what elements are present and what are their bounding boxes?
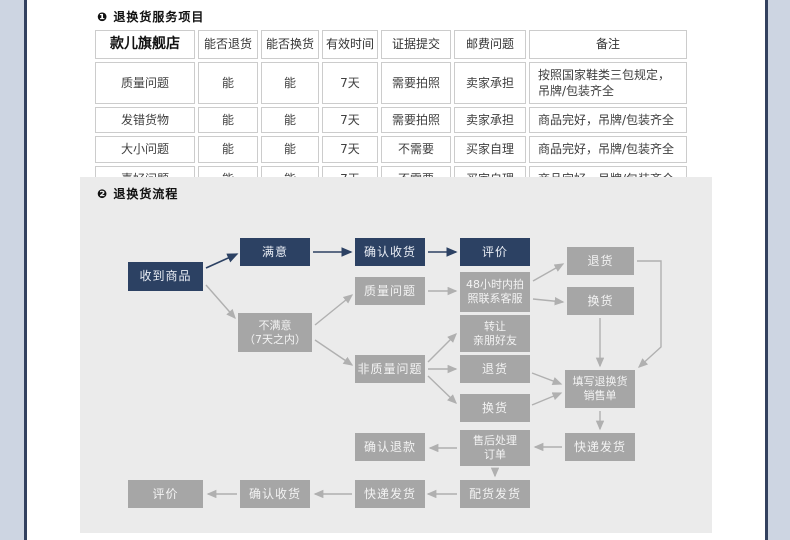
table-cell-remark: 按照国家鞋类三包规定， 吊牌/包装齐全 xyxy=(529,61,687,105)
flow-node-fill-form: 填写退换货 销售单 xyxy=(565,370,635,408)
table-cell: 大小问题 xyxy=(95,136,195,163)
section-title-service-items: ❶ 退换货服务项目 xyxy=(97,10,205,24)
flowchart-arrows xyxy=(205,247,662,499)
table-cell: 能 xyxy=(198,136,258,163)
flow-node-review-bottom: 评价 xyxy=(128,480,203,508)
table-cell: 能 xyxy=(261,107,319,134)
flow-node-confirm-receipt-bottom: 确认收货 xyxy=(240,480,310,508)
table-cell: 买家自理 xyxy=(454,136,526,163)
flowchart-panel: ❷ 退换货流程 xyxy=(80,177,712,533)
right-outer-strip xyxy=(768,0,790,540)
right-frame-line xyxy=(765,0,768,540)
table-cell-remark: 商品完好，吊牌/包装齐全 xyxy=(529,136,687,163)
flow-node-dispatch: 配货发货 xyxy=(460,480,530,508)
table-cell: 能 xyxy=(261,61,319,105)
table-cell: 7天 xyxy=(322,61,378,105)
flow-node-confirm-refund: 确认退款 xyxy=(355,433,425,461)
table-header-row: 款儿旗舰店 能否退货 能否换货 有效时间 证据提交 邮费问题 备注 xyxy=(95,30,687,59)
flow-node-contact-48h: 48小时内拍 照联系客服 xyxy=(460,272,530,312)
flow-node-non-quality: 非质量问题 xyxy=(355,355,425,383)
header-evidence: 证据提交 xyxy=(381,30,451,59)
flow-node-exchange-top: 换货 xyxy=(567,287,634,315)
flow-node-review: 评价 xyxy=(460,238,530,266)
arrow-unsatisfied-quality xyxy=(314,294,354,326)
table-cell: 需要拍照 xyxy=(381,61,451,105)
flow-node-aftersale: 售后处理 订单 xyxy=(460,430,530,466)
arrow-nonquality-transfer xyxy=(427,333,457,363)
table-cell: 卖家承担 xyxy=(454,107,526,134)
arrow-received-satisfied xyxy=(205,253,239,269)
table-cell: 能 xyxy=(261,136,319,163)
table-row: 质量问题 能 能 7天 需要拍照 卖家承担 按照国家鞋类三包规定， 吊牌/包装齐… xyxy=(95,61,687,105)
header-can-exchange: 能否换货 xyxy=(261,30,319,59)
store-name-header: 款儿旗舰店 xyxy=(95,30,195,59)
table-cell: 7天 xyxy=(322,136,378,163)
table-cell: 质量问题 xyxy=(95,61,195,105)
flow-node-ship-right: 快递发货 xyxy=(565,433,635,461)
arrow-returntop-fillform xyxy=(637,260,662,368)
table-row: 大小问题 能 能 7天 不需要 买家自理 商品完好，吊牌/包装齐全 xyxy=(95,136,687,163)
flow-node-transfer: 转让 亲朋好友 xyxy=(460,315,530,352)
flow-node-return-mid: 退货 xyxy=(460,355,530,383)
arrow-unsatisfied-nonquality xyxy=(314,339,354,366)
arrow-received-unsatisfied xyxy=(205,284,236,320)
table-cell: 不需要 xyxy=(381,136,451,163)
flow-node-unsatisfied: 不满意 （7天之内） xyxy=(238,313,312,352)
table-row: 发错货物 能 能 7天 需要拍照 卖家承担 商品完好，吊牌/包装齐全 xyxy=(95,107,687,134)
arrow-contact48-exchange xyxy=(532,296,565,306)
table-cell-remark: 商品完好，吊牌/包装齐全 xyxy=(529,107,687,134)
table-cell: 卖家承担 xyxy=(454,61,526,105)
section-title-process: ❷ 退换货流程 xyxy=(97,187,179,201)
header-valid-time: 有效时间 xyxy=(322,30,378,59)
header-remark: 备注 xyxy=(529,30,687,59)
service-table: 款儿旗舰店 能否退货 能否换货 有效时间 证据提交 邮费问题 备注 质量问题 能… xyxy=(92,27,690,195)
left-frame-line xyxy=(24,0,27,540)
flow-node-quality-issue: 质量问题 xyxy=(355,277,425,305)
arrow-returnmid-fillform xyxy=(531,372,563,385)
arrow-nonquality-exchange xyxy=(427,375,458,404)
flow-node-ship-bottom: 快递发货 xyxy=(355,480,425,508)
header-postage: 邮费问题 xyxy=(454,30,526,59)
header-can-return: 能否退货 xyxy=(198,30,258,59)
left-outer-strip xyxy=(0,0,24,540)
table-cell: 发错货物 xyxy=(95,107,195,134)
table-cell: 能 xyxy=(198,107,258,134)
flow-node-confirm-receipt: 确认收货 xyxy=(355,238,425,266)
arrow-contact48-return xyxy=(532,263,565,282)
table-cell: 能 xyxy=(198,61,258,105)
table-cell: 需要拍照 xyxy=(381,107,451,134)
table-cell: 7天 xyxy=(322,107,378,134)
flow-node-exchange-mid: 换货 xyxy=(460,394,530,422)
flow-node-received: 收到商品 xyxy=(128,262,203,291)
flow-node-return-top: 退货 xyxy=(567,247,634,275)
arrow-exchangemid-fillform xyxy=(531,392,563,406)
flow-node-satisfied: 满意 xyxy=(240,238,310,266)
